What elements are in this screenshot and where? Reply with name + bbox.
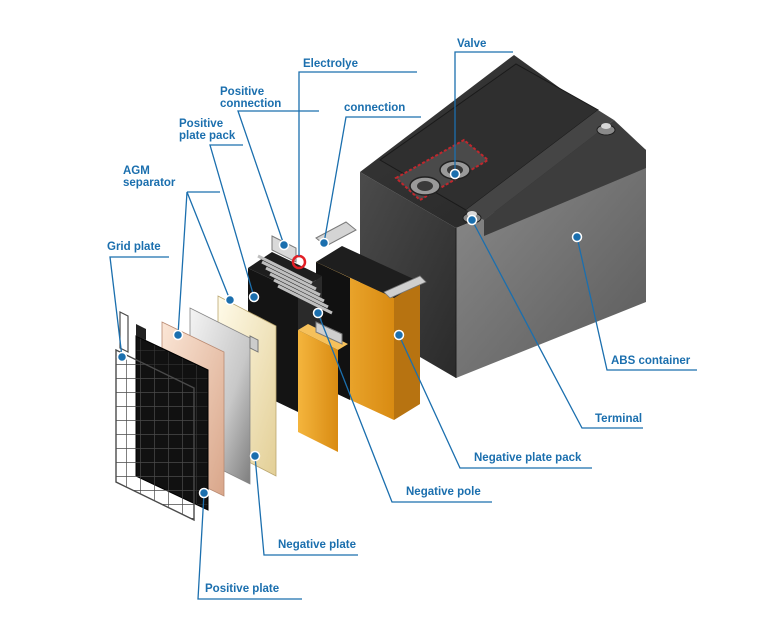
leader-dots xyxy=(116,168,583,499)
leader-connection xyxy=(323,116,421,244)
label-positive-plate: Positive plate xyxy=(205,583,280,595)
terminal xyxy=(462,123,616,224)
label-negative-plate: Negative plate xyxy=(278,539,356,551)
leader-terminal xyxy=(471,219,643,429)
label-negative-pole: Negative pole xyxy=(406,486,481,498)
leader-negative-plate-pack xyxy=(398,334,592,469)
label-abs-container: ABS container xyxy=(611,355,691,367)
container-right-face xyxy=(456,150,646,378)
label-negative-plate-pack: Negative plate pack xyxy=(474,452,582,464)
leader-positive-plate-pack xyxy=(209,144,255,298)
leader-abs-container xyxy=(576,236,697,371)
leader-electrolye xyxy=(298,71,417,256)
label-positive-plate-pack: Positive plate pack xyxy=(179,118,236,142)
label-connection: connection xyxy=(344,102,406,114)
leader-agm-separator xyxy=(177,191,231,336)
lid-step xyxy=(484,120,646,236)
label-grid-plate: Grid plate xyxy=(107,241,161,253)
lid-ridge-2 xyxy=(466,110,614,220)
label-electrolye: Electrolye xyxy=(303,58,358,70)
leader-negative-plate xyxy=(254,455,358,556)
label-terminal: Terminal xyxy=(595,413,643,425)
leader-positive-connection xyxy=(237,110,319,246)
leader-negative-pole xyxy=(317,312,492,503)
leader-valve xyxy=(454,51,513,174)
leader-grid-plate xyxy=(109,256,169,358)
leader-lines xyxy=(109,51,697,600)
leader-positive-plate xyxy=(197,492,302,600)
label-agm-separator: AGM separator xyxy=(123,165,176,189)
label-valve: Valve xyxy=(457,38,487,50)
valve xyxy=(394,138,490,202)
label-positive-connection: Positive connection xyxy=(220,86,282,110)
